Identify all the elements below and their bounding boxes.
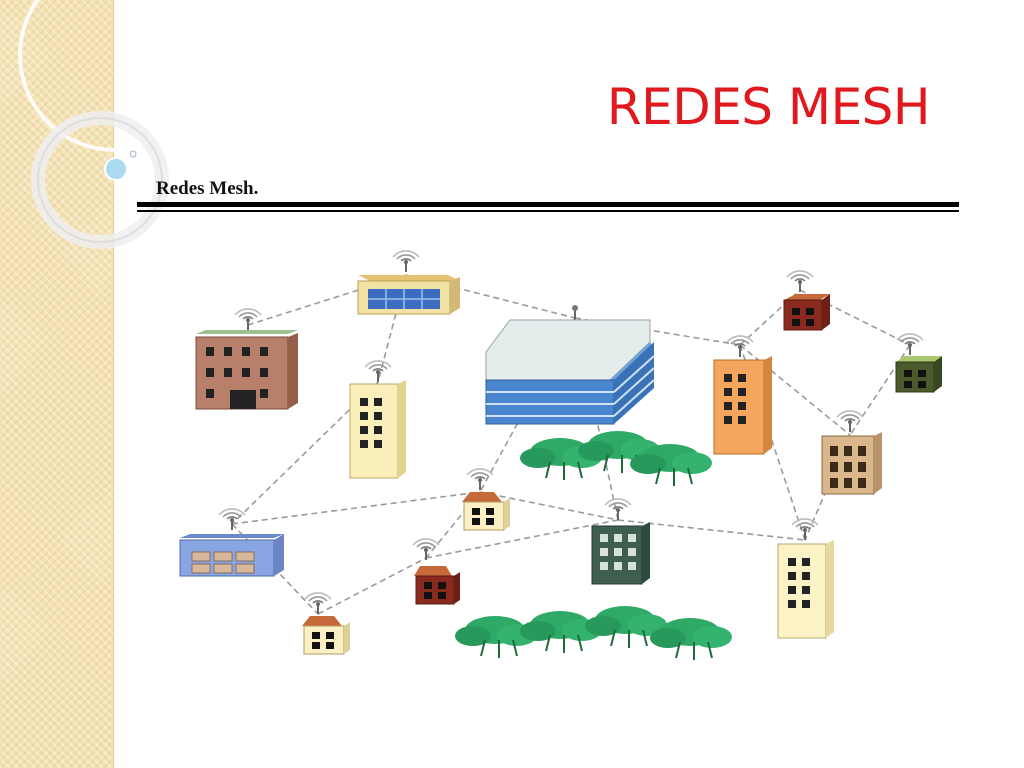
warehouse-icon bbox=[357, 249, 460, 315]
slide-title: REDES MESH bbox=[606, 78, 931, 136]
tower-building-icon bbox=[713, 334, 772, 455]
warehouse-icon bbox=[179, 507, 284, 577]
house-icon bbox=[302, 591, 350, 655]
slide-subtitle: Redes Mesh. bbox=[156, 178, 259, 199]
title-divider-thin bbox=[137, 210, 959, 212]
tree-cluster-upper bbox=[519, 430, 713, 487]
house-icon bbox=[895, 332, 942, 393]
data-center-icon bbox=[485, 305, 655, 425]
tower-building-icon bbox=[349, 359, 406, 479]
house-icon bbox=[462, 467, 510, 531]
office-building-icon bbox=[821, 409, 882, 495]
decorative-circles bbox=[18, 0, 212, 249]
office-building-icon bbox=[591, 497, 650, 585]
apartment-building-icon bbox=[195, 307, 298, 410]
tree-cluster-lower bbox=[454, 605, 733, 661]
house-icon bbox=[783, 269, 830, 331]
title-divider-thick bbox=[137, 202, 959, 207]
tower-building-icon bbox=[777, 517, 834, 639]
house-icon bbox=[412, 537, 460, 605]
